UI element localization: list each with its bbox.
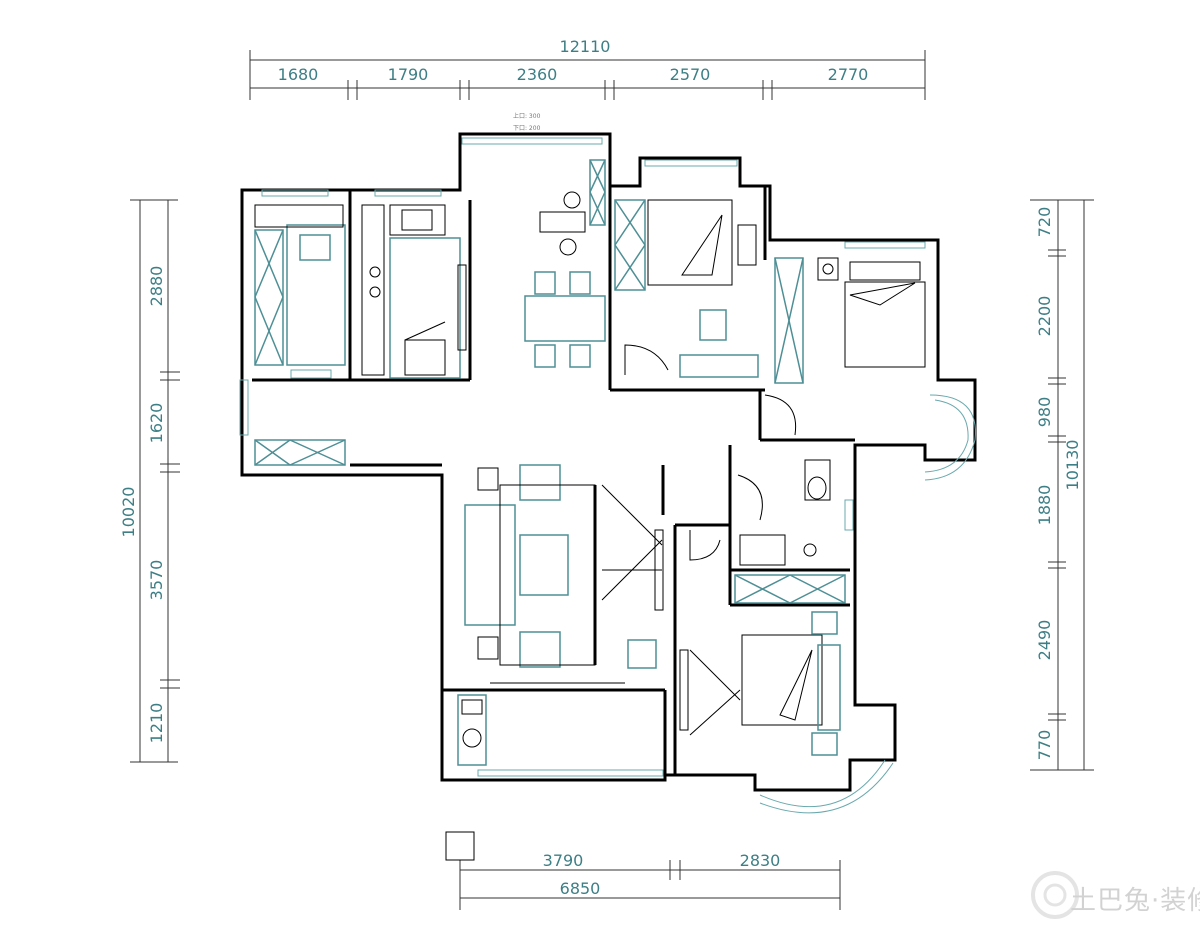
top-dimension-5: 2770 [828,65,869,84]
right-dimension-4: 1880 [1035,485,1054,526]
top-dimension-3: 2360 [517,65,558,84]
right-dimension-5: 2490 [1035,620,1054,661]
left-dimension-1: 2880 [147,266,166,307]
kitchen [361,204,467,379]
windows [239,137,976,814]
right-dimension-6: 770 [1035,730,1054,761]
top-dimension-2: 1790 [388,65,429,84]
bottom-total-dimension: 6850 [560,879,601,898]
bottom-dimension-2: 2830 [740,851,781,870]
top-dimension-chain: 12110 1680 1790 2360 2570 2770 上口: 300 下… [249,37,926,132]
bottom-dimension-1: 3790 [543,851,584,870]
right-total-dimension: 10130 [1063,440,1082,491]
left-dimension-3: 3570 [147,560,166,601]
left-dimension-4: 1210 [147,703,166,744]
left-total-dimension: 10020 [119,487,138,538]
right-dimension-chain: 10130 720 2200 980 1880 2490 770 [1030,199,1094,771]
north-symbol-box [445,831,475,861]
second-bedroom [679,611,841,756]
top-dimension-1: 1680 [278,65,319,84]
watermark-text: 土巴兔·装修网 [1070,886,1200,916]
top-dimension-4: 2570 [670,65,711,84]
top-total-dimension: 12110 [560,37,611,56]
living-room [464,464,721,669]
right-dimension-3: 980 [1035,397,1054,428]
bathroom [734,459,846,604]
bottom-dimension-chain: 3790 2830 6850 [445,831,841,910]
dining-area [524,159,606,368]
walls [240,132,977,792]
opening-note-bottom: 下口: 200 [513,125,541,132]
balcony [457,682,625,766]
watermark-logo [1031,871,1079,919]
right-dimension-1: 720 [1035,207,1054,238]
left-dimension-2: 1620 [147,403,166,444]
study-room [254,204,346,466]
left-dimension-chain: 10020 2880 1620 3570 1210 [119,199,180,763]
opening-note-top: 上口: 300 [513,112,541,120]
master-bedroom [764,257,926,436]
right-dimension-2: 2200 [1035,296,1054,337]
multi-function-room [614,199,759,378]
